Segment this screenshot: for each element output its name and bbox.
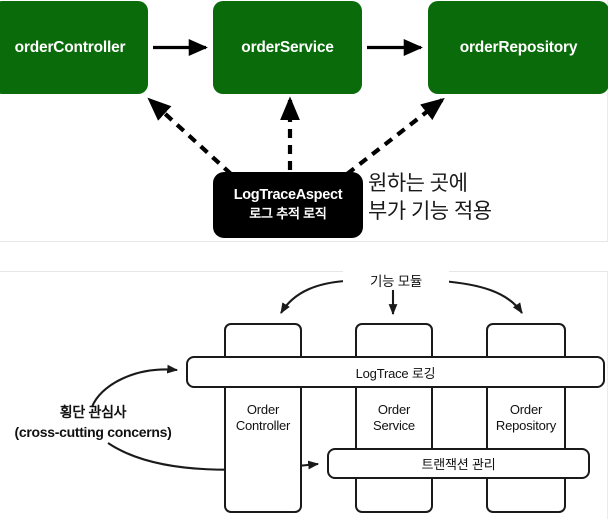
- bar-transaction-management[interactable]: 트랜잭션 관리: [327, 448, 590, 479]
- label-cross-cutting-ko: 횡단 관심사: [59, 404, 127, 420]
- column-order-service-label: Order Service: [343, 402, 445, 434]
- aspect-subtitle: 로그 추적 로직: [249, 205, 327, 221]
- column-order-controller-label: Order Controller: [212, 402, 314, 434]
- label-cross-cutting-en: (cross-cutting concerns): [14, 424, 172, 441]
- apply-note-line1: 원하는 곳에: [368, 172, 468, 195]
- apply-note-line2: 부가 기능 적용: [368, 199, 492, 223]
- node-order-service[interactable]: orderService: [213, 1, 362, 94]
- column-order-service[interactable]: [355, 323, 433, 513]
- column-label-line1: Order: [246, 402, 280, 417]
- aspect-title: LogTraceAspect: [233, 187, 343, 204]
- column-label-line2: Controller: [235, 417, 291, 433]
- column-label-line1: Order: [509, 402, 543, 417]
- bar-transaction-label: 트랜잭션 관리: [421, 457, 496, 472]
- node-order-service-label: orderService: [241, 38, 334, 56]
- column-label-line2: Service: [373, 417, 415, 433]
- panel-gap: [0, 242, 608, 271]
- column-label-line1: Order: [377, 402, 411, 417]
- label-cross-cutting: 횡단 관심사 (cross-cutting concerns): [0, 402, 186, 443]
- apply-note: 원하는 곳에 부가 기능 적용: [368, 170, 598, 226]
- column-order-repository[interactable]: [486, 323, 566, 513]
- label-feature-module: 기능 모듈: [343, 270, 449, 290]
- node-order-repository[interactable]: orderRepository: [428, 1, 608, 94]
- column-order-repository-label: Order Repository: [468, 402, 584, 434]
- bar-logtrace-label: LogTrace 로깅: [355, 365, 436, 381]
- node-order-repository-label: orderRepository: [459, 38, 578, 56]
- column-order-controller[interactable]: [224, 323, 302, 513]
- node-order-controller[interactable]: orderController: [0, 1, 148, 94]
- node-log-trace-aspect[interactable]: LogTraceAspect 로그 추적 로직: [213, 172, 363, 238]
- bar-logtrace-logging[interactable]: LogTrace 로깅: [186, 356, 605, 388]
- column-label-line2: Repository: [495, 417, 557, 433]
- node-order-controller-label: orderController: [14, 38, 126, 56]
